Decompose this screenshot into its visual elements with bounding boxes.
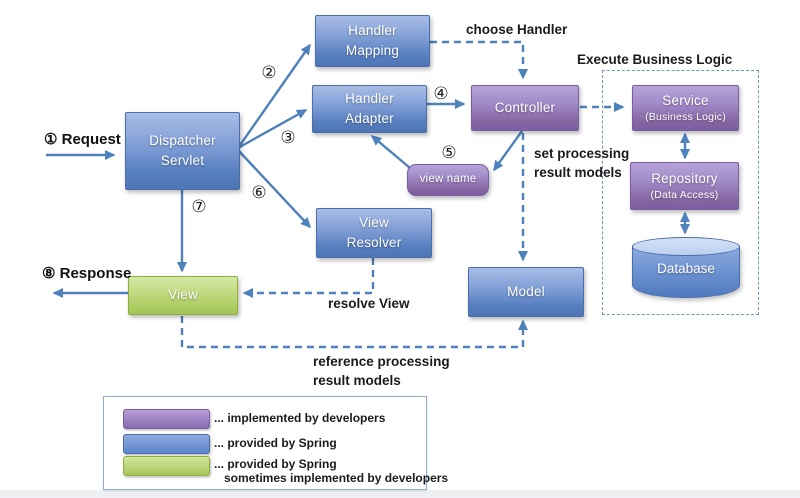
arrow-dispatcher-to-handler-adapter — [237, 108, 308, 150]
database-cylinder: Database — [632, 237, 740, 298]
arrow-view-name-to-handler-adapter — [370, 135, 411, 169]
request-label: ① Request — [44, 130, 121, 148]
dispatcher-servlet-label-1: Dispatcher — [149, 132, 216, 148]
legend-text-spring: ... provided by Spring — [214, 436, 337, 450]
legend-text-developers: ... implemented by developers — [214, 411, 386, 425]
choose-handler-label: choose Handler — [466, 22, 568, 37]
repository-sublabel: (Data Access) — [650, 188, 719, 201]
dispatcher-servlet-box: Dispatcher Servlet — [125, 112, 240, 190]
execute-business-logic-label: Execute Business Logic — [577, 52, 733, 67]
response-step-icon: ⑧ — [42, 265, 56, 282]
repository-box: Repository (Data Access) — [630, 162, 739, 210]
database-cylinder-top — [632, 237, 740, 256]
repository-label: Repository — [651, 170, 718, 186]
arrow-resolve-view — [242, 258, 375, 298]
model-label: Model — [507, 283, 545, 299]
view-resolver-label-2: Resolver — [346, 235, 402, 250]
set-processing-line1: set processing — [534, 146, 630, 161]
legend-swatch-green — [123, 456, 210, 476]
legend-text-spring-sometimes-1: ... provided by Spring — [214, 457, 337, 471]
view-name-box: view name — [407, 164, 489, 196]
request-text: Request — [61, 131, 121, 148]
response-text: Response — [59, 265, 132, 282]
execute-business-logic-container — [602, 70, 759, 315]
step-4-badge: ④ — [433, 84, 449, 103]
view-box: View — [128, 276, 238, 315]
view-resolver-box: View Resolver — [316, 208, 432, 258]
controller-box: Controller — [471, 85, 579, 131]
legend: ... implemented by developers ... provid… — [103, 396, 448, 490]
arrow-reference-models — [180, 316, 528, 349]
legend-swatch-purple — [123, 409, 210, 429]
arrow-choose-handler — [430, 40, 528, 80]
step-5-badge: ⑤ — [441, 143, 457, 162]
dispatcher-servlet-label-2: Servlet — [160, 153, 205, 168]
response-label: ⑧ Response — [42, 264, 131, 282]
service-sublabel: (Business Logic) — [645, 110, 726, 123]
database-label: Database — [657, 261, 715, 276]
model-box: Model — [468, 267, 584, 317]
service-label: Service — [662, 92, 709, 108]
view-label: View — [168, 287, 198, 303]
view-name-label: view name — [419, 173, 477, 186]
step-6-badge: ⑥ — [251, 183, 267, 202]
handler-mapping-label-2: Mapping — [345, 43, 400, 58]
resolve-view-label: resolve View — [328, 296, 410, 311]
arrow-dispatcher-to-view-resolver — [237, 149, 312, 229]
request-step-icon: ① — [44, 131, 58, 148]
bottom-strip — [0, 490, 800, 498]
view-resolver-label-1: View — [359, 214, 389, 230]
handler-adapter-box: Handler Adapter — [312, 85, 427, 133]
step-2-badge: ② — [261, 63, 277, 82]
step-3-badge: ③ — [280, 128, 296, 147]
legend-text-spring-sometimes-2: sometimes implemented by developers — [224, 471, 449, 485]
handler-adapter-label-1: Handler — [345, 90, 394, 106]
service-box: Service (Business Logic) — [632, 85, 739, 131]
reference-models-label: reference processing result models — [313, 354, 450, 388]
reference-models-line2: result models — [313, 373, 401, 388]
arrow-controller-to-view-name — [493, 130, 523, 172]
controller-label: Controller — [494, 99, 556, 115]
step-7-badge: ⑦ — [191, 197, 207, 216]
handler-mapping-label-1: Handler — [348, 22, 397, 38]
arrow-dispatcher-to-handler-mapping — [237, 43, 311, 149]
set-processing-line2: result models — [534, 165, 622, 180]
handler-mapping-box: Handler Mapping — [315, 15, 430, 67]
legend-swatch-blue — [123, 434, 210, 454]
handler-adapter-label-2: Adapter — [345, 111, 394, 126]
reference-models-line1: reference processing — [313, 354, 450, 369]
set-processing-label: set processing result models — [534, 146, 629, 180]
